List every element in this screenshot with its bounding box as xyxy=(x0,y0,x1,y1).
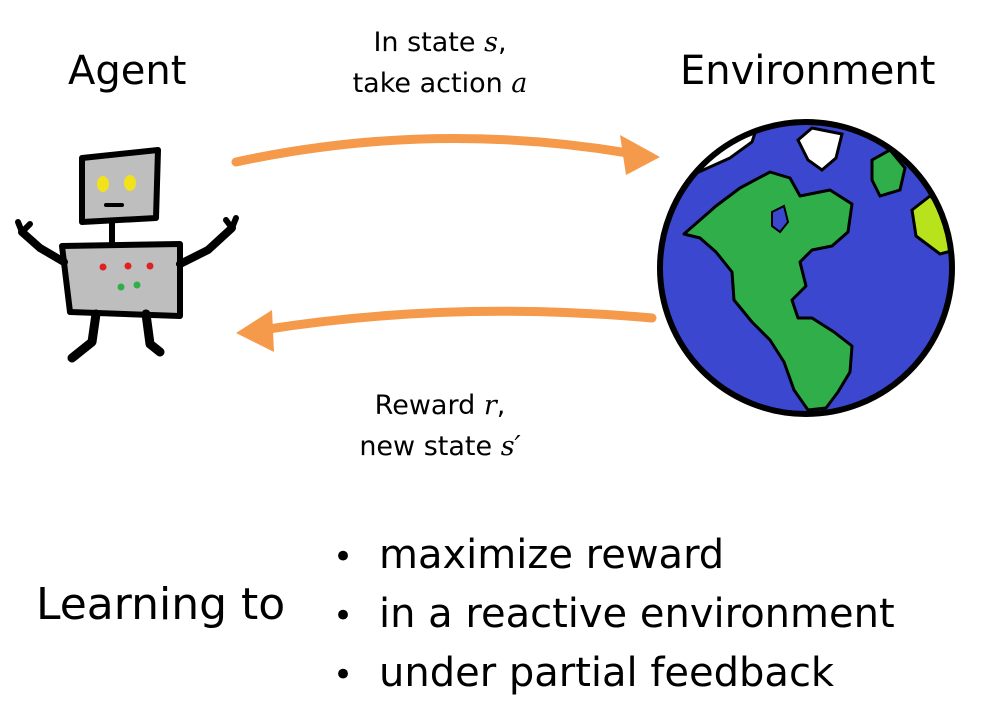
robot-left-eye xyxy=(97,176,109,192)
robot-agent-icon xyxy=(15,147,239,363)
goal-item-label: under partial feedback xyxy=(379,650,835,696)
action-variable: a xyxy=(511,68,528,99)
action-arrow-head xyxy=(620,135,660,175)
globe-land-americas xyxy=(682,170,854,412)
feedback-caption-line-2: new state s′ xyxy=(300,426,580,467)
bullet-icon: • xyxy=(333,596,354,636)
feedback-arrow-shaft xyxy=(257,306,657,335)
robot-light-green-2 xyxy=(133,281,141,289)
robot-head xyxy=(79,147,161,225)
robot-left-arm xyxy=(18,228,68,266)
robot-right-leg xyxy=(141,309,165,357)
globe-environment-icon xyxy=(657,119,955,417)
feedback-caption-text-1: Reward xyxy=(374,390,484,421)
robot-light-red-2 xyxy=(124,262,132,270)
goal-item-label: maximize reward xyxy=(379,532,725,578)
bullet-icon: • xyxy=(333,537,354,577)
action-caption-text-2: take action xyxy=(352,68,512,99)
feedback-caption: Reward r, new state s′ xyxy=(300,385,580,467)
robot-right-arm xyxy=(176,224,236,268)
action-caption: In state s, take action a xyxy=(300,22,580,104)
new-state-variable: s′ xyxy=(500,431,521,462)
robot-light-red-3 xyxy=(146,262,154,270)
globe-ice-middle xyxy=(796,126,844,172)
feedback-caption-comma: , xyxy=(496,390,506,421)
action-arrow-shaft xyxy=(231,133,633,167)
environment-title: Environment xyxy=(680,48,936,94)
action-caption-line-2: take action a xyxy=(300,63,580,104)
globe-outline xyxy=(657,119,955,417)
feedback-caption-line-1: Reward r, xyxy=(300,385,580,426)
robot-light-red-1 xyxy=(99,263,107,271)
action-caption-line-1: In state s, xyxy=(300,22,580,63)
robot-body xyxy=(59,241,183,319)
reward-variable: r xyxy=(483,390,497,421)
robot-left-hand xyxy=(15,219,33,235)
state-variable: s xyxy=(484,27,498,58)
action-caption-text-1: In state xyxy=(373,27,485,58)
robot-light-green-1 xyxy=(117,283,125,291)
learning-to-lead: Learning to xyxy=(36,579,286,630)
goal-item-partial-feedback: • under partial feedback xyxy=(333,645,895,704)
goal-item-label: in a reactive environment xyxy=(379,591,895,637)
action-arrow xyxy=(231,133,660,175)
goal-item-reactive-environment: • in a reactive environment xyxy=(333,586,895,645)
feedback-arrow-head xyxy=(236,310,274,352)
agent-title: Agent xyxy=(68,48,187,94)
globe-lake xyxy=(771,204,790,234)
action-caption-comma: , xyxy=(497,27,507,58)
goal-list: • maximize reward • in a reactive environm… xyxy=(333,527,895,704)
robot-right-eye xyxy=(124,175,136,191)
goal-item-maximize-reward: • maximize reward xyxy=(333,527,895,586)
robot-left-leg xyxy=(67,309,101,363)
feedback-caption-text-2: new state xyxy=(359,431,501,462)
feedback-arrow xyxy=(236,306,657,352)
bullet-icon: • xyxy=(333,655,354,695)
robot-right-hand xyxy=(223,215,239,231)
